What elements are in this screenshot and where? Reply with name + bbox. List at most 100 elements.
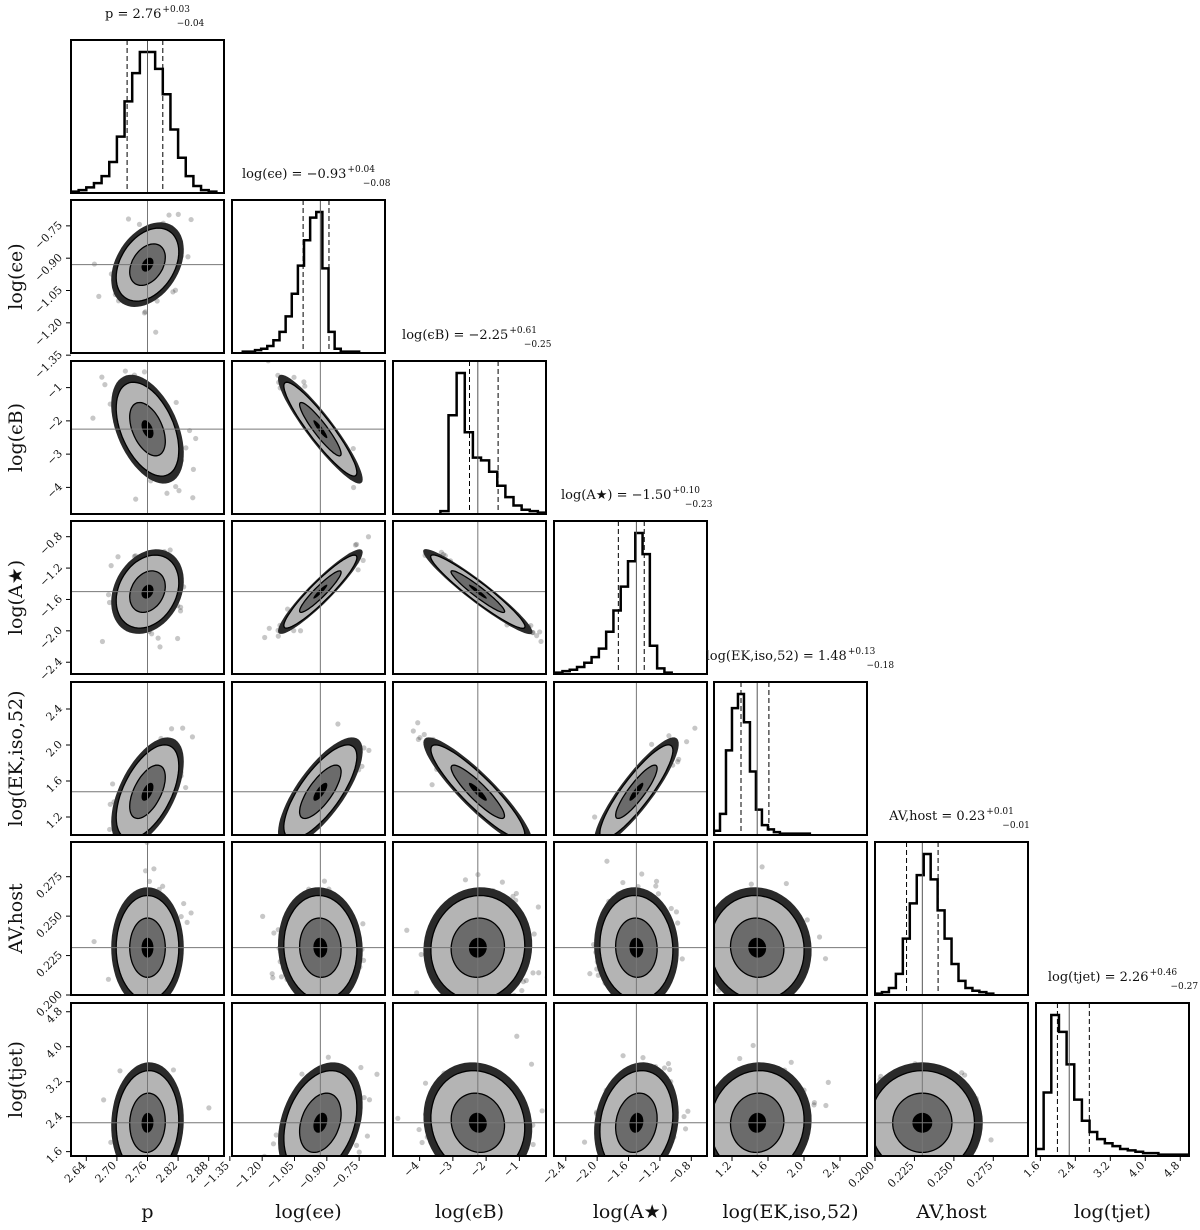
panel-frame-4-4 — [713, 681, 868, 836]
x-tick-label: 2.82 — [154, 1159, 181, 1186]
sample-point — [739, 1191, 744, 1196]
sample-point — [168, 726, 175, 732]
scatter-panel-4-5 — [694, 842, 867, 1022]
sample-point — [266, 625, 272, 631]
sample-point — [105, 592, 112, 598]
sample-point — [587, 971, 593, 977]
sample-point — [684, 739, 690, 745]
y-axis-label-3: log(A★) — [5, 560, 27, 635]
sample-point — [170, 289, 176, 295]
sample-point — [766, 1017, 771, 1022]
y-tick-label: −1.2 — [37, 561, 65, 589]
sample-point — [581, 1139, 588, 1145]
x-tick-label: 0.200 — [846, 1159, 877, 1190]
sample-point — [599, 1160, 604, 1165]
sample-point — [811, 1102, 817, 1108]
sample-point — [284, 1182, 289, 1187]
x-axis-label-2: log(ϵB) — [435, 1201, 504, 1223]
sample-point — [510, 893, 516, 899]
sample-point — [583, 870, 588, 875]
sample-point — [151, 866, 157, 872]
sample-point — [410, 728, 416, 734]
sample-point — [166, 212, 172, 218]
panel-frame-3-6 — [553, 1002, 708, 1157]
title-0: p = 2.76+0.03 — [105, 5, 190, 22]
sample-point — [141, 310, 148, 316]
sample-point — [696, 1169, 701, 1174]
panel-frame-4-6 — [713, 1002, 868, 1157]
sample-point — [128, 836, 133, 841]
histogram-3 — [554, 531, 673, 674]
sample-point — [352, 542, 359, 548]
y-tick-label: 0.250 — [34, 909, 65, 940]
sample-point — [164, 490, 170, 496]
sample-point — [360, 557, 366, 563]
sample-point — [175, 211, 181, 217]
sample-point — [190, 495, 196, 501]
sample-point — [676, 756, 682, 762]
sample-point — [523, 977, 529, 984]
scatter-panel-1-6 — [232, 1003, 385, 1187]
sample-point — [301, 848, 306, 853]
sample-point — [178, 604, 184, 610]
sample-point — [653, 883, 659, 889]
sample-point — [624, 1192, 629, 1197]
sample-point — [825, 1079, 831, 1085]
sample-point — [442, 1009, 447, 1014]
x-tick-label: −2.0 — [571, 1159, 599, 1187]
sample-point — [537, 629, 543, 635]
sample-point — [355, 567, 361, 573]
hist-panel-6: log(tjet) = 2.26+0.46−0.27 — [1035, 968, 1198, 1157]
sample-point — [294, 843, 299, 848]
title-1: log(ϵe) = −0.93+0.04 — [242, 165, 375, 182]
sample-point — [91, 938, 97, 945]
scatter-panel-1-2 — [232, 332, 385, 514]
sample-point — [665, 1061, 672, 1067]
sample-point — [760, 1006, 765, 1011]
x-axis-label-4: log(EK,iso,52) — [722, 1201, 858, 1223]
panel-frame-1-6 — [231, 1002, 386, 1157]
y-tick-label: −1 — [44, 381, 65, 402]
sample-point — [153, 1195, 158, 1200]
sample-point — [353, 1142, 360, 1148]
sample-point — [366, 1097, 373, 1103]
sample-point — [183, 784, 189, 791]
title-5: AV,host = 0.23+0.01 — [888, 807, 1014, 824]
x-tick-label: 0.250 — [925, 1159, 956, 1190]
x-tick-label: 2.64 — [62, 1159, 89, 1186]
sample-point — [153, 329, 159, 335]
x-axis-label-1: log(ϵe) — [275, 1201, 341, 1223]
sample-point — [627, 1017, 632, 1022]
x-tick-label: 0.225 — [885, 1159, 916, 1190]
sample-point — [688, 1124, 693, 1129]
sample-point — [768, 1012, 773, 1017]
sample-point — [605, 1024, 610, 1029]
sample-point — [422, 1080, 429, 1086]
x-tick-label: 0.275 — [964, 1159, 995, 1190]
panel-frame-5-5 — [874, 841, 1029, 996]
scatter-panel-4-6 — [688, 1003, 867, 1196]
y-axis-label-5: AV,host — [5, 883, 27, 955]
x-tick-label: −2.4 — [540, 1159, 568, 1187]
sample-point — [685, 1108, 691, 1114]
x-tick-label: −1.05 — [264, 1159, 297, 1192]
scatter-panel-0-5 — [71, 842, 224, 995]
sample-point — [107, 801, 113, 807]
x-tick-label: −4 — [401, 1159, 422, 1180]
scatter-panel-2-5 — [393, 842, 546, 1014]
sample-point — [193, 435, 199, 442]
sample-point — [652, 997, 657, 1002]
sample-point — [518, 846, 523, 851]
sample-point — [245, 332, 250, 337]
sample-point — [694, 906, 699, 911]
sample-point — [514, 1033, 520, 1039]
sample-point — [666, 1066, 673, 1073]
sample-point — [185, 254, 191, 260]
hist-panel-0: p = 2.76+0.03−0.04 — [70, 5, 225, 194]
panel-frame-0-5 — [70, 841, 225, 996]
sample-point — [296, 1023, 301, 1028]
sample-point — [117, 1068, 123, 1074]
sample-point — [639, 871, 645, 877]
sample-point — [142, 868, 149, 874]
x-tick-label: 2.4 — [821, 1159, 843, 1181]
